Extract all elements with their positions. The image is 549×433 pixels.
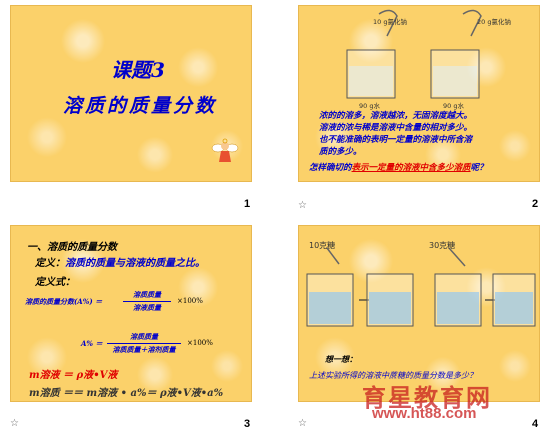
sugar-label-left: 10克糖 <box>309 241 336 250</box>
beakers-illustration <box>346 9 482 99</box>
body-line: 溶液的浓与稀是溶液中含量的相对多少。 <box>319 123 473 133</box>
sugar-label-right: 30克糖 <box>429 241 456 250</box>
slide-2-body: 浓的的溶多，溶液越浓，无固溶度越大。 溶液的浓与稀是溶液中含量的相对多少。 也不… <box>319 110 472 158</box>
body-line: 也不能准确的表明一定量的溶液中所含溶 <box>319 135 473 145</box>
slide-4-thumbnail[interactable]: 10克糖 30克糖 想一想： 上述实验所得的溶液中蔗糖的质量分数是多少？ <box>298 225 540 402</box>
watermark-url: www.ht88.com <box>372 405 477 422</box>
angel-icon <box>211 138 239 162</box>
slide-3-heading: 一、溶质的质量分数 <box>27 242 117 253</box>
slide-2-thumbnail[interactable]: 10 g氯化钠 20 g氯化钠 90 g水 90 g水 浓的的溶多，溶液越浓，无… <box>298 5 540 182</box>
slide-3-number: 3 <box>244 418 251 430</box>
mass-formula-2: m溶质 ＝＝ m溶液 • a%＝ ρ液•V液•a% <box>29 388 224 399</box>
slide-4-transition-icon: ☆ <box>298 418 307 429</box>
formula-1-numerator: 溶质质量 <box>133 290 161 299</box>
beaker-label-2: 20 g氯化钠 <box>477 18 511 26</box>
slide-3-transition-icon: ☆ <box>10 418 19 429</box>
beaker-label-1: 10 g氯化钠 <box>373 18 407 26</box>
slide-4-question: 上述实验所得的溶液中蔗糖的质量分数是多少？ <box>309 371 477 380</box>
formula-2-tail: ×100% <box>187 339 213 347</box>
slide-1-subtitle: 溶质的质量分数 <box>63 95 218 117</box>
slide-1-title: 课题3 <box>111 58 165 82</box>
slide-1-thumbnail[interactable]: 课题3 溶质的质量分数 <box>10 5 252 182</box>
formula-2-denominator: 溶质质量＋溶剂质量 <box>112 345 176 354</box>
slide-2-transition-icon: ☆ <box>298 200 307 211</box>
formula-2-fraction: 溶质质量 溶质质量＋溶剂质量 <box>107 332 181 355</box>
question-post: 呢？ <box>470 163 488 173</box>
question-highlight: 表示一定量的溶液中含多少溶质 <box>351 163 471 173</box>
slide-3-thumbnail[interactable]: 一、溶质的质量分数 定义：溶质的质量与溶液的质量之比。 定义式： 溶质的质量分数… <box>10 225 252 402</box>
formula-1-fraction: 溶质质量 溶液质量 <box>123 290 171 313</box>
formula-2-numerator: 溶质质量 <box>130 332 158 341</box>
slide-2-number: 2 <box>532 198 539 210</box>
watermark-logo: 育星教育网 <box>362 384 492 412</box>
beaker-label-4: 90 g水 <box>443 102 464 110</box>
formula-1-tail: ×100% <box>177 297 203 305</box>
formula-2-left: A% ＝ <box>81 339 103 348</box>
mass-formula-1: m溶液 ＝ ρ液•V液 <box>29 370 118 381</box>
slide-4-number: 4 <box>532 418 539 430</box>
body-line: 质的多少。 <box>319 147 362 157</box>
body-line: 浓的的溶多，溶液越浓，无固溶度越大。 <box>319 111 473 121</box>
question-pre: 怎样确切的 <box>309 163 352 173</box>
beaker-label-3: 90 g水 <box>359 102 380 110</box>
definition-label: 定义： <box>35 258 65 269</box>
definition-text: 溶质的质量与溶液的质量之比。 <box>65 258 205 269</box>
slide-1-number: 1 <box>244 198 251 210</box>
slide-4-ask: 想一想： <box>325 355 357 364</box>
slide-2-question: 怎样确切的表示一定量的溶液中含多少溶质呢？ <box>309 161 488 173</box>
formula-1-denominator: 溶液质量 <box>133 303 161 312</box>
sugar-experiment-illustration <box>306 247 536 327</box>
formula-1-left: 溶质的质量分数(A%) ＝ <box>25 297 103 306</box>
definition-line: 定义：溶质的质量与溶液的质量之比。 <box>35 254 205 269</box>
formula-label: 定义式： <box>35 277 75 288</box>
